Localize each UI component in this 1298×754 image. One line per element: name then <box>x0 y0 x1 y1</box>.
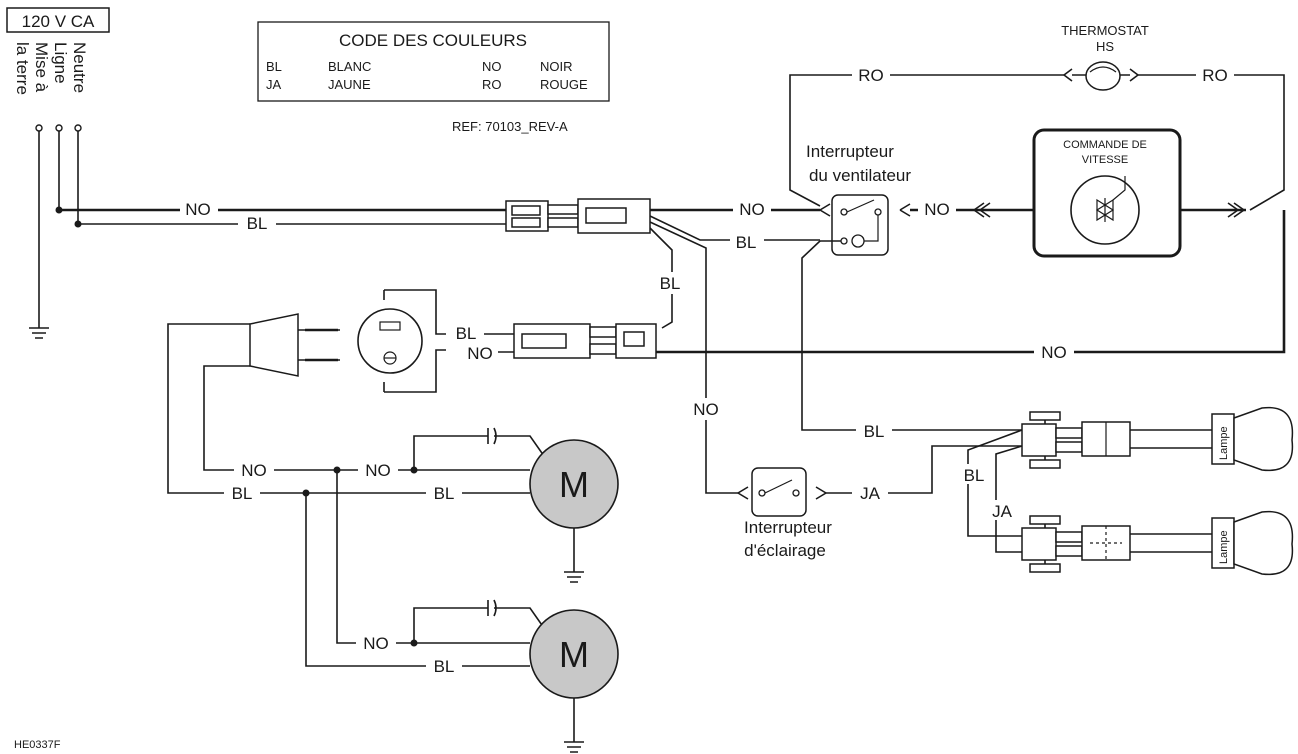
legend-code-bl: BL <box>266 59 282 74</box>
wire-label-ja-lamp-branch: JA <box>992 502 1013 521</box>
power-supply: 120 V CA Neutre Ligne Mise à la terre <box>6 7 110 339</box>
fan-switch-label-1: Interrupteur <box>806 142 894 161</box>
wire-label-no-switch: NO <box>739 200 765 219</box>
power-plug <box>249 313 340 377</box>
figure-code: HE0337F <box>14 739 61 751</box>
receptacle <box>357 289 446 393</box>
wire-label-no-main: NO <box>185 200 211 219</box>
motor-2-symbol: M <box>559 634 589 675</box>
legend-name-ja: JAUNE <box>328 77 371 92</box>
wire-label-bl-lamp: BL <box>864 422 885 441</box>
legend-name-bl: BLANC <box>328 59 371 74</box>
legend-code-no: NO <box>482 59 502 74</box>
main-connector <box>505 198 651 234</box>
color-code-legend: CODE DES COULEURS BL BLANC JA JAUNE NO N… <box>257 21 610 102</box>
motor-1-symbol: M <box>559 464 589 505</box>
reference-number: REF: 70103_REV-A <box>452 119 568 134</box>
wire-label-no-light: NO <box>693 400 719 419</box>
ground-wire-label-2: la terre <box>13 42 32 95</box>
legend-name-ro: ROUGE <box>540 77 588 92</box>
motor-1: M <box>410 427 619 583</box>
legend-code-ja: JA <box>266 77 282 92</box>
wire-label-no-return: NO <box>1041 343 1067 362</box>
thermostat-label-2: HS <box>1096 39 1114 54</box>
wire-label-ro-right: RO <box>1202 66 1228 85</box>
legend-code-ro: RO <box>482 77 502 92</box>
wire-label-bl-motor-feed: BL <box>232 484 253 503</box>
speed-control-label-1: COMMANDE DE <box>1063 139 1147 151</box>
ground-wire-label-1: Mise à <box>32 42 51 93</box>
light-switch-label-1: Interrupteur <box>744 518 832 537</box>
wire-label-bl-receptacle: BL <box>456 324 477 343</box>
voltage-label: 120 V CA <box>22 12 95 31</box>
wire-label-no-motor-feed: NO <box>241 461 267 480</box>
wire-label-no-speed: NO <box>924 200 950 219</box>
speed-control-label-2: VITESSE <box>1082 154 1128 166</box>
wire-label-no-motor1: NO <box>365 461 391 480</box>
light-switch: Interrupteur d'éclairage <box>737 467 832 560</box>
wire-label-ro-left: RO <box>858 66 884 85</box>
wire-label-no-receptacle: NO <box>467 344 493 363</box>
lamp-1: Lampe <box>1021 406 1294 472</box>
light-switch-label-2: d'éclairage <box>744 541 826 560</box>
legend-name-no: NOIR <box>540 59 573 74</box>
lamp-2: Lampe <box>1021 510 1294 576</box>
wire-label-no-motor2: NO <box>363 634 389 653</box>
thermostat: THERMOSTAT HS <box>1061 23 1149 91</box>
thermostat-label-1: THERMOSTAT <box>1061 23 1149 38</box>
wire-label-bl-switch: BL <box>736 233 757 252</box>
lamp-2-label: Lampe <box>1218 530 1230 564</box>
neutral-wire-label: Neutre <box>70 42 89 93</box>
ground-symbol <box>29 327 49 339</box>
speed-control: COMMANDE DE VITESSE <box>1032 128 1182 258</box>
receptacle-connector <box>513 323 657 359</box>
line-wire-label: Ligne <box>51 42 70 84</box>
fan-switch: Interrupteur du ventilateur <box>801 142 1022 431</box>
wire-label-bl-main: BL <box>247 214 268 233</box>
motor-2: M <box>410 599 619 753</box>
wire-label-bl-motor2: BL <box>434 657 455 676</box>
wire-label-bl-lamp-branch: BL <box>964 466 985 485</box>
wire-label-bl-vertical: BL <box>660 274 681 293</box>
wire-label-bl-motor1: BL <box>434 484 455 503</box>
fan-switch-label-2: du ventilateur <box>809 166 911 185</box>
lamp-1-label: Lampe <box>1218 426 1230 460</box>
legend-title: CODE DES COULEURS <box>339 31 527 50</box>
wire-label-ja-light: JA <box>860 484 881 503</box>
